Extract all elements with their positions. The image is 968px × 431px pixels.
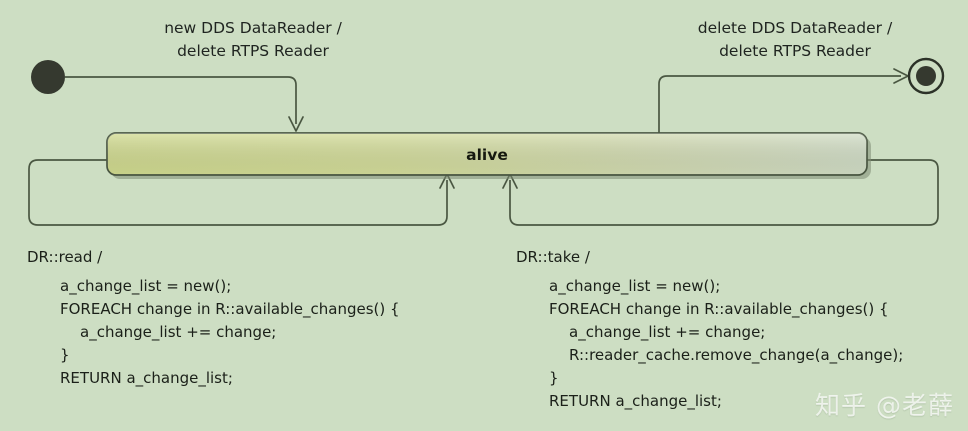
transition-destroy-label: delete DDS DataReader / delete RTPS Read… <box>698 19 893 60</box>
transition-create <box>65 76 304 132</box>
transition-create-line <box>65 76 297 124</box>
code-block-read-line-0: a_change_list = new(); <box>60 277 231 296</box>
code-block-read-line-2: a_change_list += change; <box>80 323 276 342</box>
transition-destroy-label-line1: delete DDS DataReader / <box>698 19 893 37</box>
transition-create-label: new DDS DataReader / delete RTPS Reader <box>164 19 342 60</box>
code-block-read-header: DR::read / <box>27 248 103 266</box>
code-block-take-line-3: R::reader_cache.remove_change(a_change); <box>569 346 903 365</box>
code-block-read-line-4: RETURN a_change_list; <box>60 369 233 388</box>
code-block-read-line-3: } <box>60 346 70 364</box>
transition-take-line <box>509 159 939 226</box>
transition-destroy-line <box>658 75 901 140</box>
code-block-take-line-2: a_change_list += change; <box>569 323 765 342</box>
code-block-take-header: DR::take / <box>516 248 591 266</box>
state-alive[interactable]: alive <box>106 132 871 179</box>
transition-create-arrowhead <box>288 116 304 132</box>
transition-destroy <box>658 68 909 140</box>
final-state-inner-dot <box>916 66 936 86</box>
watermark: 知乎 @老薛 <box>815 391 954 420</box>
state-alive-sheen <box>107 133 867 175</box>
initial-state <box>31 60 65 94</box>
code-block-take: DR::take / a_change_list = new(); FOREAC… <box>516 248 903 411</box>
final-state-outer-ring <box>907 57 945 95</box>
code-block-read: DR::read / a_change_list = new(); FOREAC… <box>27 248 400 388</box>
initial-state-circle <box>31 60 65 94</box>
code-block-take-line-4: } <box>549 369 559 387</box>
state-alive-label: alive <box>466 146 508 164</box>
code-block-take-line-0: a_change_list = new(); <box>549 277 720 296</box>
final-state <box>907 57 945 95</box>
transition-create-label-line2: delete RTPS Reader <box>177 42 329 60</box>
code-block-take-line-1: FOREACH change in R::available_changes()… <box>549 300 889 319</box>
transition-destroy-label-line2: delete RTPS Reader <box>719 42 871 60</box>
code-block-take-line-5: RETURN a_change_list; <box>549 392 722 411</box>
code-block-read-line-1: FOREACH change in R::available_changes()… <box>60 300 400 319</box>
transition-read-line <box>28 159 448 226</box>
transition-create-label-line1: new DDS DataReader / <box>164 19 342 37</box>
